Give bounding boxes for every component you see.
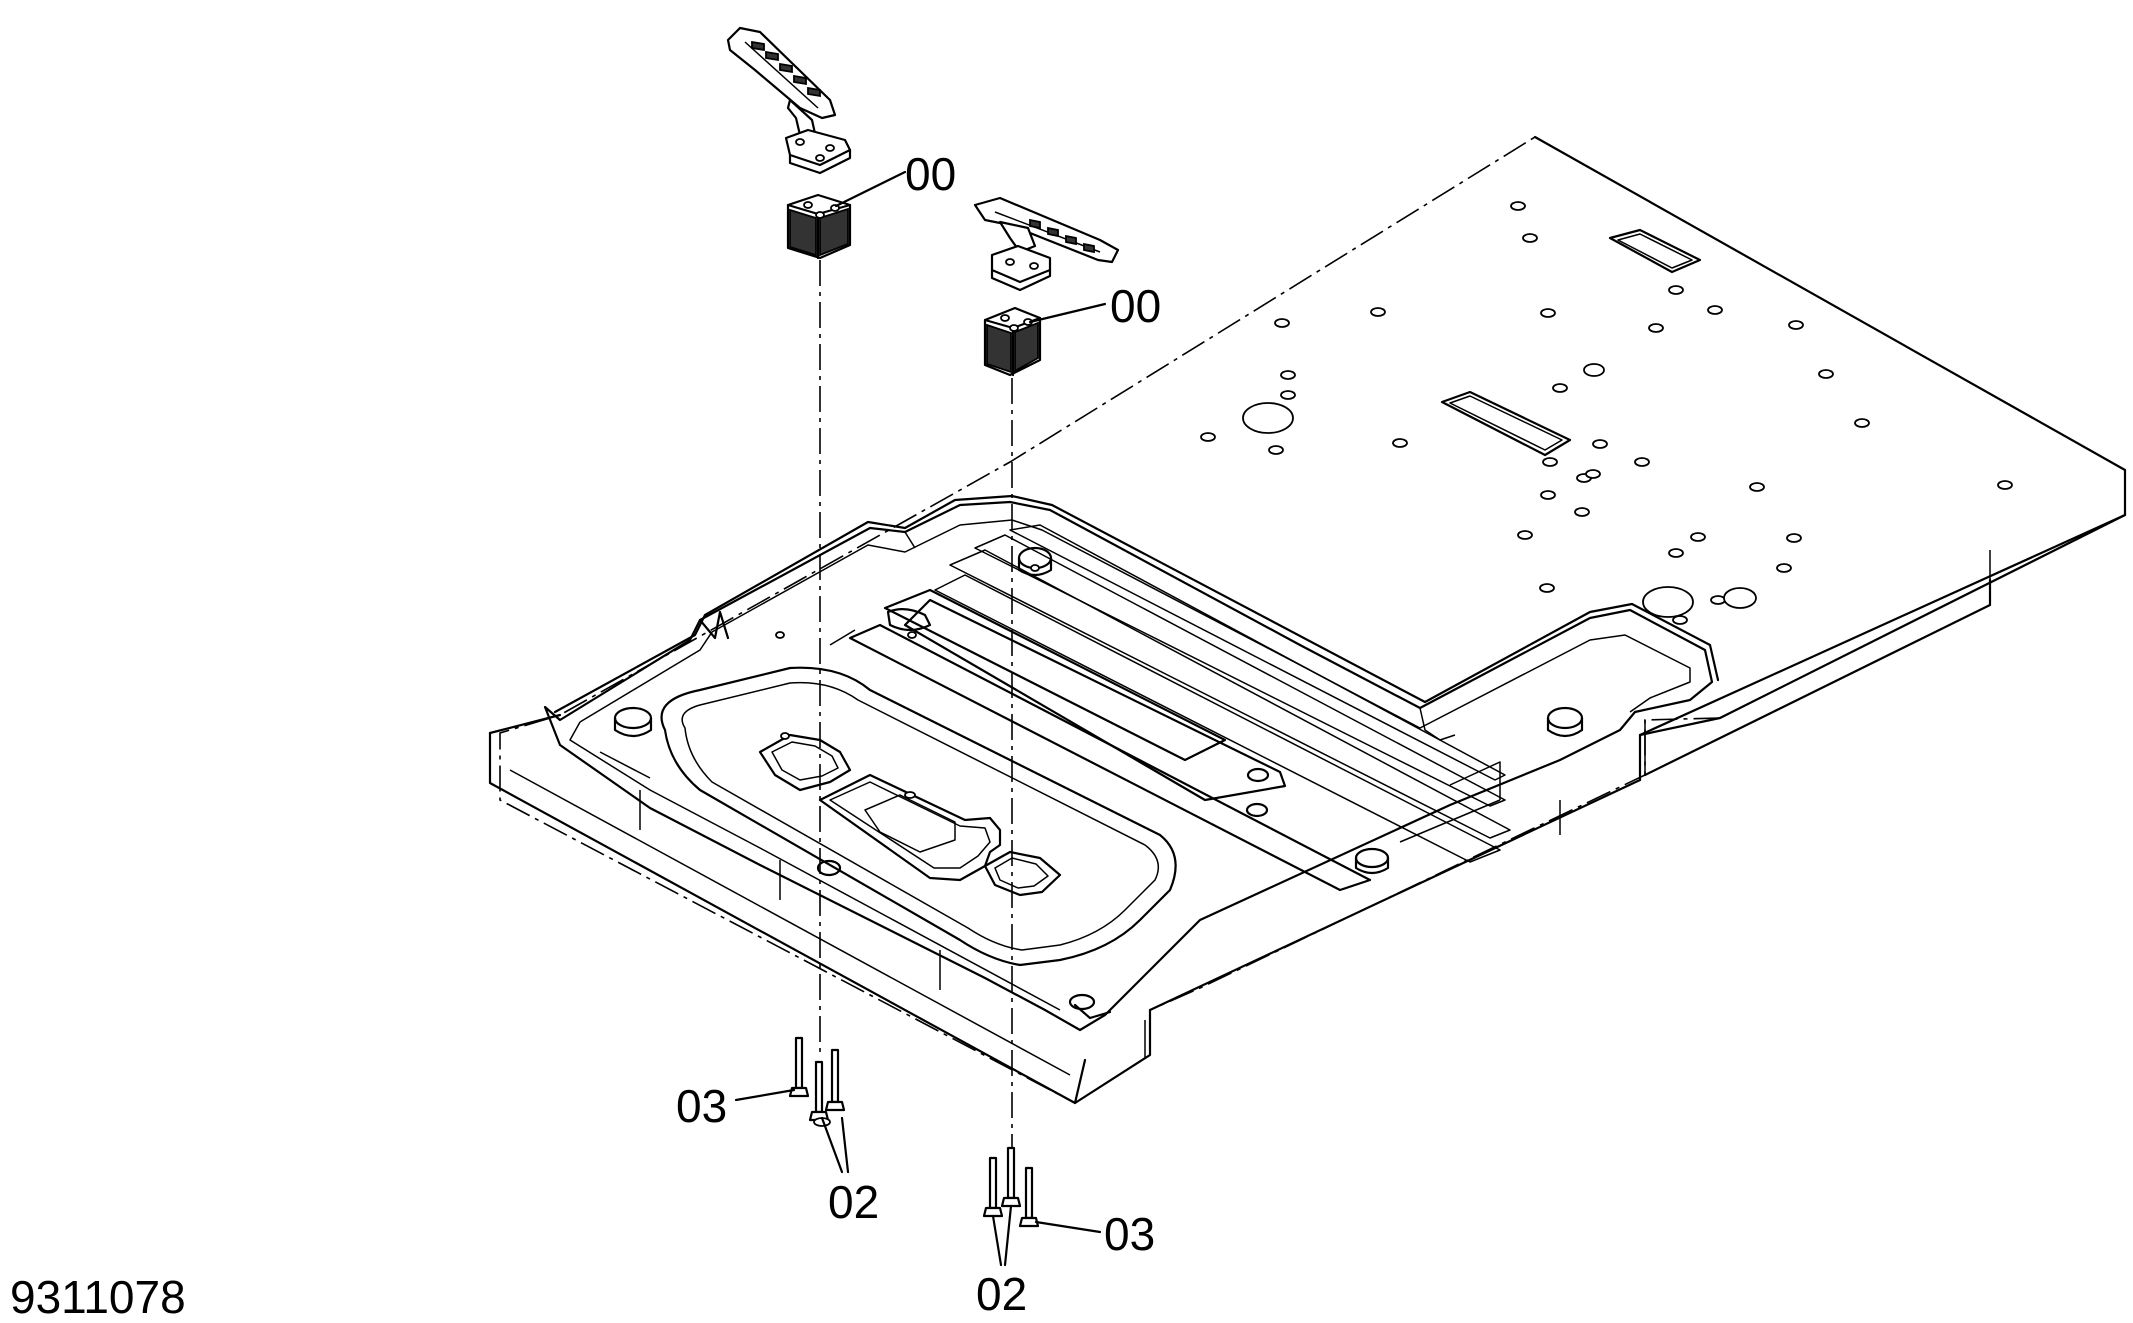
leader-lines: [734, 170, 1107, 1267]
floor-mat: [543, 494, 1720, 1032]
bolt-group-right: [982, 1146, 1040, 1228]
bolt-group-left: [788, 1036, 846, 1127]
damper-block-left: [786, 193, 852, 260]
damper-block-right: [983, 306, 1042, 377]
callout-02-b: 02: [976, 1268, 1027, 1320]
callout-00-b: 00: [1110, 280, 1161, 332]
pedal-assembly-left: [726, 26, 852, 175]
floor-plate: [488, 135, 2127, 1105]
callout-02-a: 02: [828, 1176, 879, 1228]
callout-03-a: 03: [676, 1080, 727, 1132]
pedal-assembly-right: [973, 196, 1120, 292]
callout-03-b: 03: [1104, 1208, 1155, 1260]
callout-00-a: 00: [905, 148, 956, 200]
drawing-number: 9311078: [10, 1271, 186, 1323]
